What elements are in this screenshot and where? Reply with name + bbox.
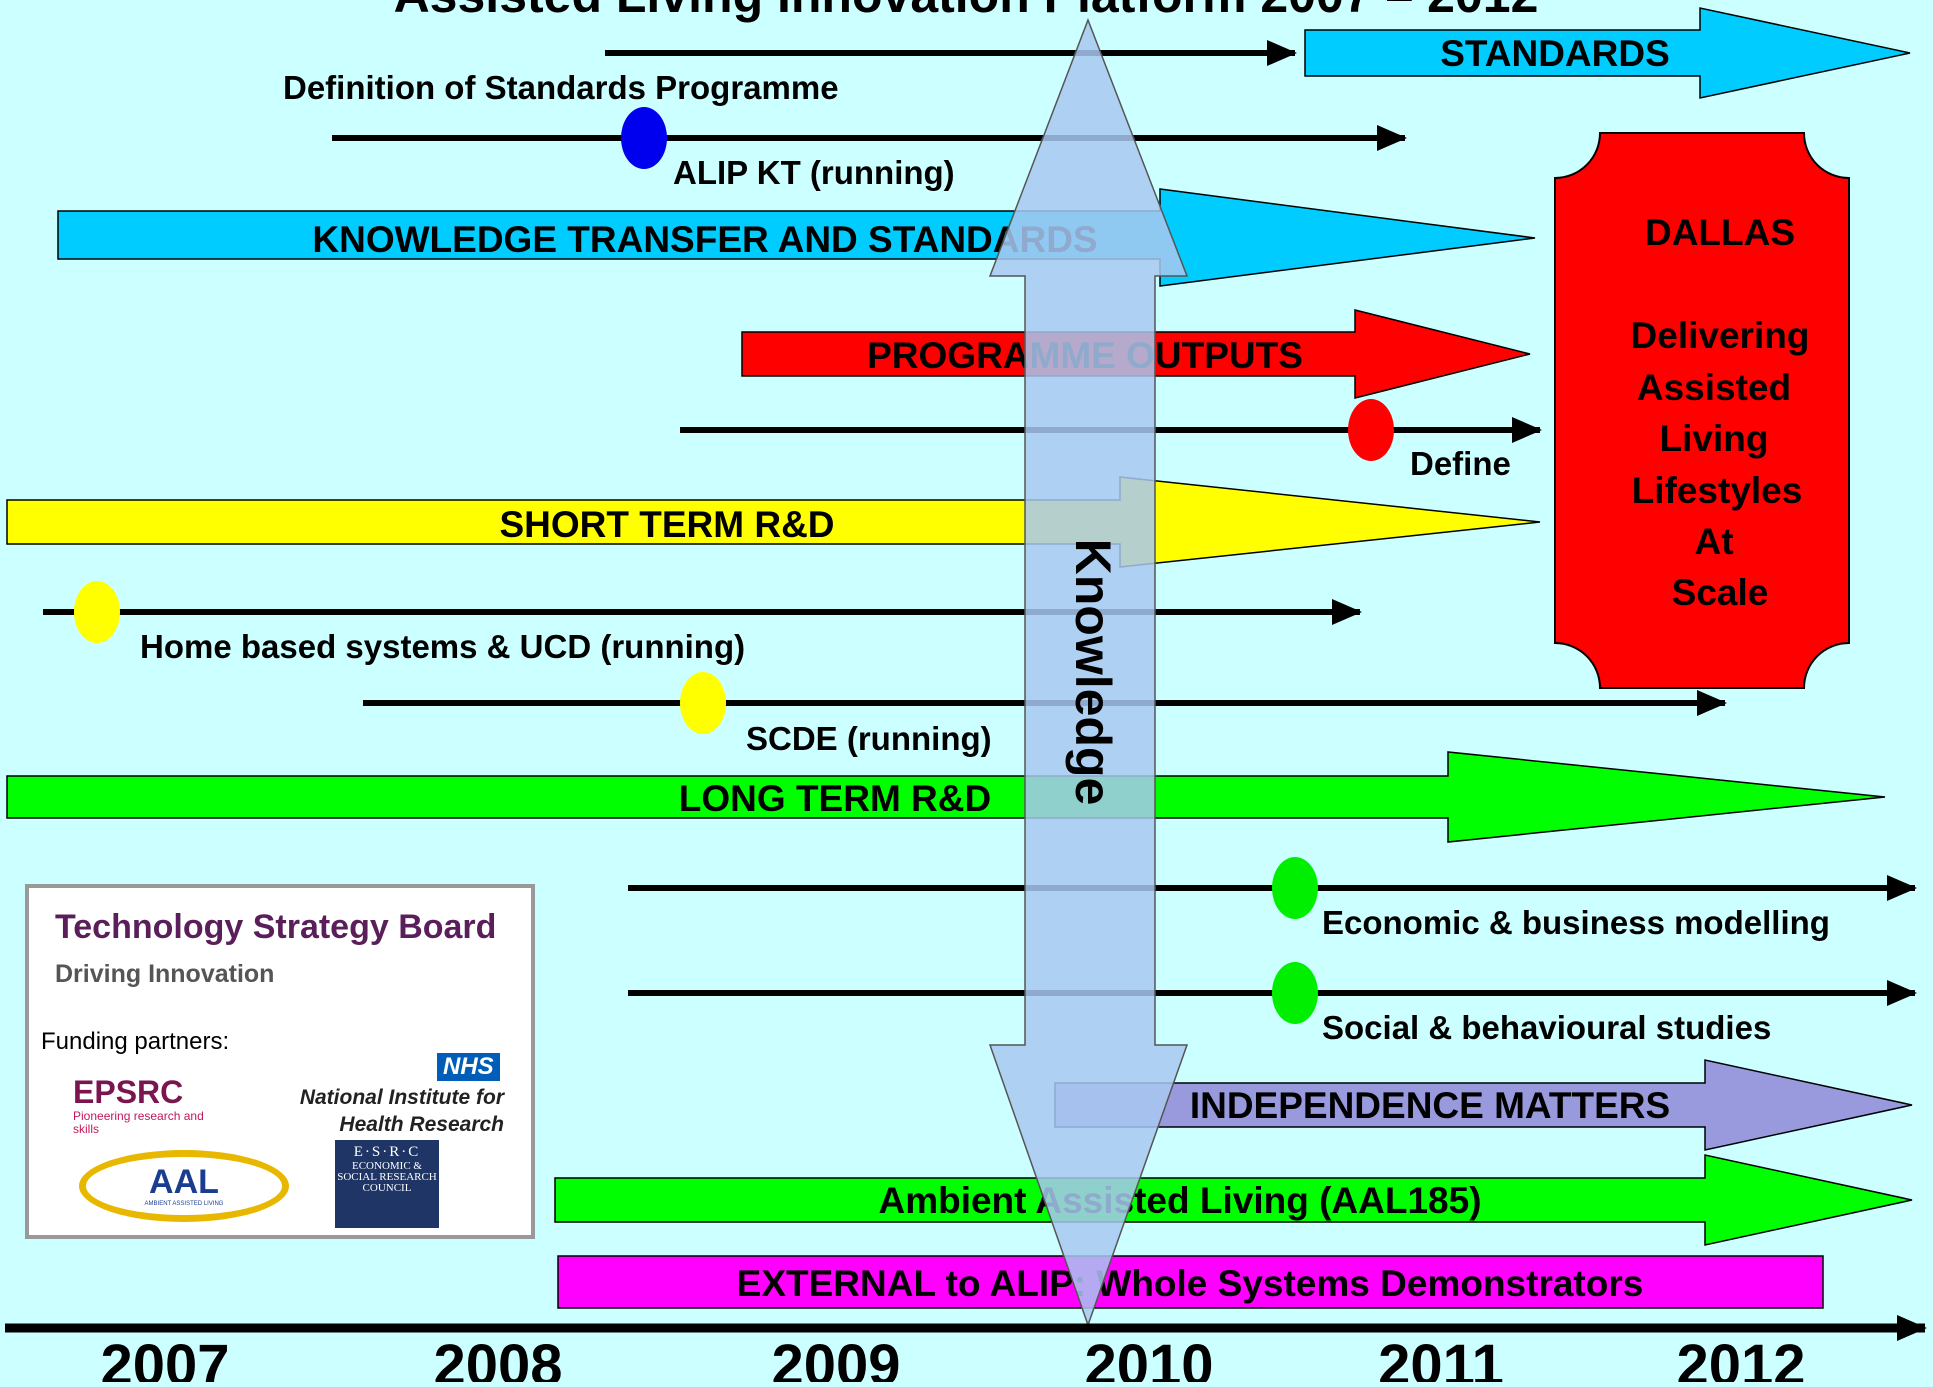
dallas-line: Scale bbox=[1672, 572, 1769, 613]
long-rd-arrow bbox=[6, 751, 1886, 843]
funding-label: Funding partners: bbox=[41, 1028, 230, 1055]
kts-label: KNOWLEDGE TRANSFER AND STANDARDS bbox=[312, 219, 1097, 260]
nihr-name: National Institute for Health Research bbox=[299, 1086, 504, 1136]
home-based-marker bbox=[74, 581, 120, 643]
esrc-logo-text: E·S·R·C bbox=[353, 1144, 421, 1160]
def-standards-label: Definition of Standards Programme bbox=[283, 69, 839, 106]
home-based-label: Home based systems & UCD (running) bbox=[140, 628, 745, 665]
aal-logo-text: AAL bbox=[149, 1163, 219, 1201]
dallas-line: At bbox=[1694, 521, 1733, 562]
define-label: Define bbox=[1410, 445, 1511, 482]
short-rd-label: SHORT TERM R&D bbox=[499, 504, 834, 545]
epsrc-tagline: Pioneering research and skills bbox=[73, 1109, 204, 1136]
dallas-line: Assisted bbox=[1637, 367, 1791, 408]
scde-marker bbox=[680, 672, 726, 734]
dallas-line: Delivering bbox=[1631, 315, 1810, 356]
social-marker bbox=[1272, 962, 1318, 1024]
scde-label: SCDE (running) bbox=[746, 720, 992, 757]
esrc-logo: E·S·R·C ECONOMIC & SOCIAL RESEARCH COUNC… bbox=[335, 1140, 439, 1228]
diagram-title: Assisted Living Innovation Platform 2007… bbox=[394, 0, 1539, 23]
funding-partners-box: Technology Strategy Board Driving Innova… bbox=[25, 884, 535, 1239]
tsb-logo-name: Technology Strategy Board bbox=[55, 908, 497, 946]
aal-logo: AAL AMBIENT ASSISTED LIVING bbox=[79, 1150, 289, 1222]
long-rd-label: LONG TERM R&D bbox=[679, 778, 991, 819]
dallas-box bbox=[1554, 132, 1850, 689]
aal185-label: Ambient Assisted Living (AAL185) bbox=[878, 1180, 1481, 1221]
esrc-logo-sub: ECONOMIC & SOCIAL RESEARCH COUNCIL bbox=[337, 1160, 437, 1194]
year-2009: 2009 bbox=[771, 1333, 900, 1382]
standards-arrow bbox=[1304, 7, 1911, 99]
year-2011: 2011 bbox=[1378, 1333, 1504, 1382]
independence-label: INDEPENDENCE MATTERS bbox=[1190, 1085, 1670, 1126]
tsb-tagline: Driving Innovation bbox=[55, 960, 275, 988]
dallas-title: DALLAS bbox=[1645, 212, 1795, 253]
year-2007: 2007 bbox=[100, 1333, 229, 1382]
year-2010: 2010 bbox=[1084, 1333, 1213, 1382]
knowledge-label: Knowledge bbox=[1065, 539, 1121, 806]
year-2012: 2012 bbox=[1676, 1333, 1805, 1382]
aal-logo-sub: AMBIENT ASSISTED LIVING bbox=[144, 1201, 224, 1207]
year-2008: 2008 bbox=[433, 1333, 562, 1382]
nhs-logo: NHS bbox=[437, 1053, 500, 1081]
external-label: EXTERNAL to ALIP: Whole Systems Demonstr… bbox=[737, 1263, 1644, 1304]
alip-kt-marker bbox=[621, 107, 667, 169]
dallas-line: Living bbox=[1660, 418, 1769, 459]
standards-label: STANDARDS bbox=[1440, 33, 1670, 74]
dallas-line: Lifestyles bbox=[1632, 470, 1803, 511]
economic-label: Economic & business modelling bbox=[1322, 904, 1830, 941]
define-marker bbox=[1348, 399, 1394, 461]
external-bar bbox=[557, 1255, 1824, 1309]
economic-marker bbox=[1272, 857, 1318, 919]
aal185-arrow bbox=[554, 1154, 1913, 1246]
epsrc-logo: EPSRC bbox=[73, 1074, 184, 1110]
independence-arrow bbox=[1054, 1059, 1913, 1151]
social-label: Social & behavioural studies bbox=[1322, 1009, 1771, 1046]
alip-kt-label: ALIP KT (running) bbox=[673, 154, 955, 191]
